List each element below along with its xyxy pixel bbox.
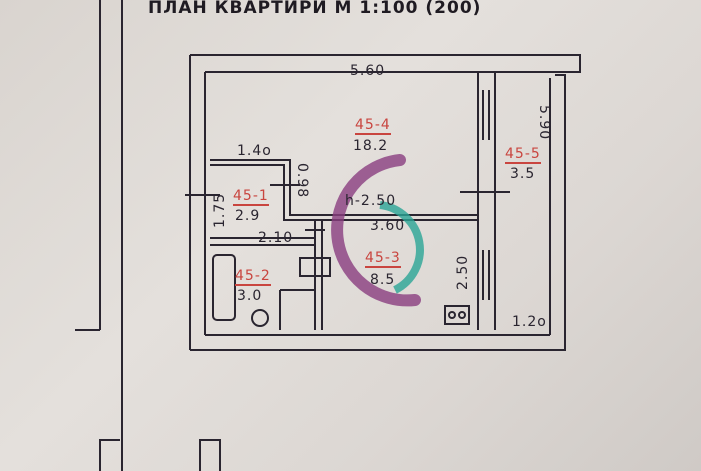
dim-kitchen-length: 3.60: [370, 218, 406, 234]
ceiling-height: h-2.50: [345, 193, 397, 209]
room-label: 45-4: [355, 117, 391, 135]
heater-icon: [299, 257, 331, 277]
room-area: 3.0: [237, 288, 263, 304]
dim-wc-length: 1.75: [212, 192, 228, 228]
room-area: 2.9: [235, 208, 261, 224]
room-label: 45-3: [365, 250, 401, 268]
watermark-logo: [331, 154, 424, 307]
plan-title: ПЛАН КВАРТИРИ М 1:100 (200): [148, 0, 482, 18]
dim-bath-width: 2.10: [258, 230, 294, 246]
bathtub-icon: [212, 254, 236, 321]
dim-top-width: 5.60: [350, 63, 386, 79]
stove-icon: [444, 305, 470, 325]
wall-right: [190, 74, 566, 351]
dim-balcony-length: 5.90: [536, 105, 552, 141]
room-area: 3.5: [510, 166, 536, 182]
room-label: 45-2: [235, 268, 271, 286]
room-area: 18.2: [353, 138, 389, 154]
room-area: 8.5: [370, 272, 396, 288]
dim-kitchen-width: 2.50: [455, 254, 471, 290]
dim-wc-width: 0.98: [294, 163, 310, 199]
toilet-icon: [251, 309, 269, 327]
room-label: 45-5: [505, 146, 541, 164]
wall-top: [190, 54, 581, 73]
dim-corridor: 1.4о: [237, 143, 272, 159]
dim-balcony-width: 1.2о: [512, 314, 547, 330]
wall-wc: [210, 159, 478, 216]
room-label: 45-1: [233, 188, 269, 206]
